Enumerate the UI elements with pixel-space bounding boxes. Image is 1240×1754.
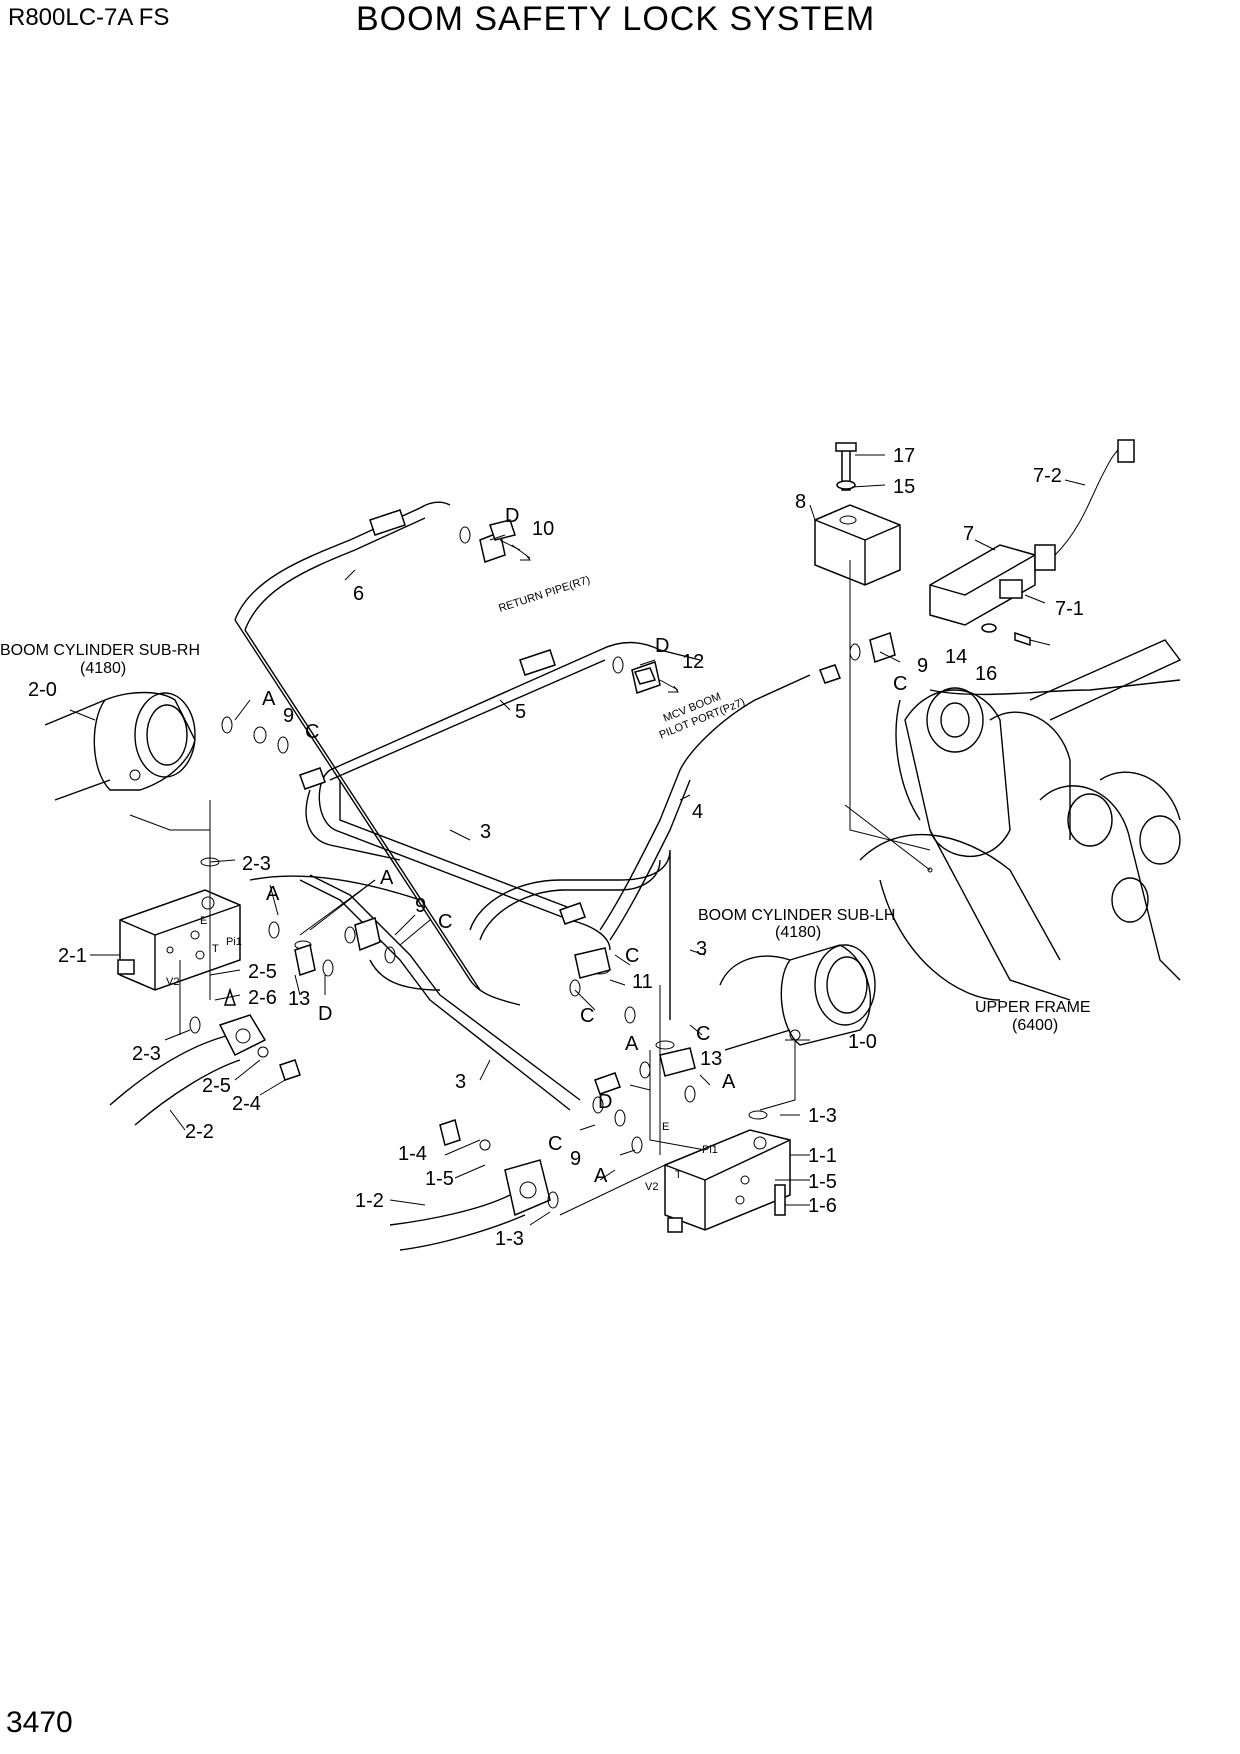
callout-C: C [548,1133,562,1155]
port-mark-E: E [200,915,207,927]
callout-2-4: 2-4 [232,1093,261,1115]
callout-1-1: 1-1 [808,1145,837,1167]
port-mark-V2: V2 [166,976,179,988]
valve-block-1-1-drawing [664,1129,791,1233]
callout-8: 8 [795,491,806,513]
pipe-runs [234,501,841,1111]
callout-16: 16 [975,663,997,685]
boom-cylinder-lh-drawing [719,944,876,1051]
return-pipe-note: RETURN PIPE(R7) [497,574,591,615]
hose-drawings [109,1014,551,1251]
callout-1-4: 1-4 [398,1143,427,1165]
callout-7-1: 7-1 [1055,598,1084,620]
boom-cylinder-lh-code: (4180) [775,924,821,941]
callout-5: 5 [515,701,526,723]
callout-2-5: 2-5 [248,961,277,983]
valve-block-2-1-drawing [117,889,241,991]
callout-2-3: 2-3 [132,1043,161,1065]
boom-cylinder-rh-drawing [44,691,196,801]
callout-A: A [625,1033,639,1055]
port-mark-Pi1: Pi1 [702,1144,718,1156]
callout-2-3: 2-3 [242,853,271,875]
callout-1-5: 1-5 [425,1168,454,1190]
callout-D: D [655,635,669,657]
callout-14: 14 [945,646,967,668]
callout-D: D [318,1003,332,1025]
callout-9: 9 [415,895,426,917]
callout-C: C [696,1023,710,1045]
callout-D: D [505,505,519,527]
boom-cylinder-rh-name: BOOM CYLINDER SUB-RH [0,642,200,659]
callout-1-2: 1-2 [355,1190,384,1212]
callout-C: C [580,1005,594,1027]
callout-1-5: 1-5 [808,1171,837,1193]
port-mark-T: T [212,943,219,955]
callout-A: A [266,883,280,905]
page-title: BOOM SAFETY LOCK SYSTEM [356,0,876,38]
solenoid-valve-drawing [814,439,1135,851]
callout-C: C [893,673,907,695]
callout-1-3: 1-3 [495,1228,524,1250]
callout-6: 6 [353,583,364,605]
callout-4: 4 [692,801,703,823]
leader-lines [69,454,1086,1226]
port-mark-E: E [662,1121,669,1133]
callout-9: 9 [570,1148,581,1170]
callout-7-2: 7-2 [1033,465,1062,487]
callout-A: A [594,1165,608,1187]
fittings-and-orings [189,519,896,1216]
boom-cylinder-lh-name: BOOM CYLINDER SUB-LH [698,907,895,924]
port-mark-T: T [675,1169,682,1181]
callout-3: 3 [455,1071,466,1093]
callout-15: 15 [893,476,915,498]
callout-2-0: 2-0 [28,679,57,701]
callout-A: A [380,867,394,889]
callout-17: 17 [893,445,915,467]
callout-1-0: 1-0 [848,1031,877,1053]
callout-2-2: 2-2 [185,1121,214,1143]
callout-2-5: 2-5 [202,1075,231,1097]
callout-13: 13 [700,1048,722,1070]
upper-frame-name: UPPER FRAME [975,999,1091,1016]
callout-A: A [262,688,276,710]
callout-12: 12 [682,651,704,673]
port-mark-Pi1: Pi1 [226,936,242,948]
callout-13: 13 [288,988,310,1010]
upper-frame-code: (6400) [1012,1017,1058,1034]
callout-C: C [625,945,639,967]
callout-1-6: 1-6 [808,1195,837,1217]
port-mark-V2: V2 [645,1181,658,1193]
callout-10: 10 [532,518,554,540]
callout-C: C [305,721,319,743]
callout-2-6: 2-6 [248,987,277,1009]
callouts: 17 15 8 7-2 7 7-1 9 C 14 16 D 10 6 D 12 … [28,445,1084,1250]
page-number: 3470 [6,1706,73,1739]
callout-3: 3 [480,821,491,843]
port-marks: E T Pi1 V2 E T Pi1 V2 [166,915,718,1193]
model-number: R800LC-7A FS [8,4,170,31]
callout-1-3: 1-3 [808,1105,837,1127]
callout-3: 3 [696,938,707,960]
callout-9: 9 [917,655,928,677]
boom-cylinder-rh-code: (4180) [80,660,126,677]
callout-D: D [598,1091,612,1113]
callout-7: 7 [963,523,974,545]
callout-C: C [438,911,452,933]
callout-11: 11 [632,971,653,993]
callout-A: A [722,1071,736,1093]
upper-frame-drawing [844,639,1182,1001]
callout-2-1: 2-1 [58,945,87,967]
callout-9: 9 [283,705,294,727]
